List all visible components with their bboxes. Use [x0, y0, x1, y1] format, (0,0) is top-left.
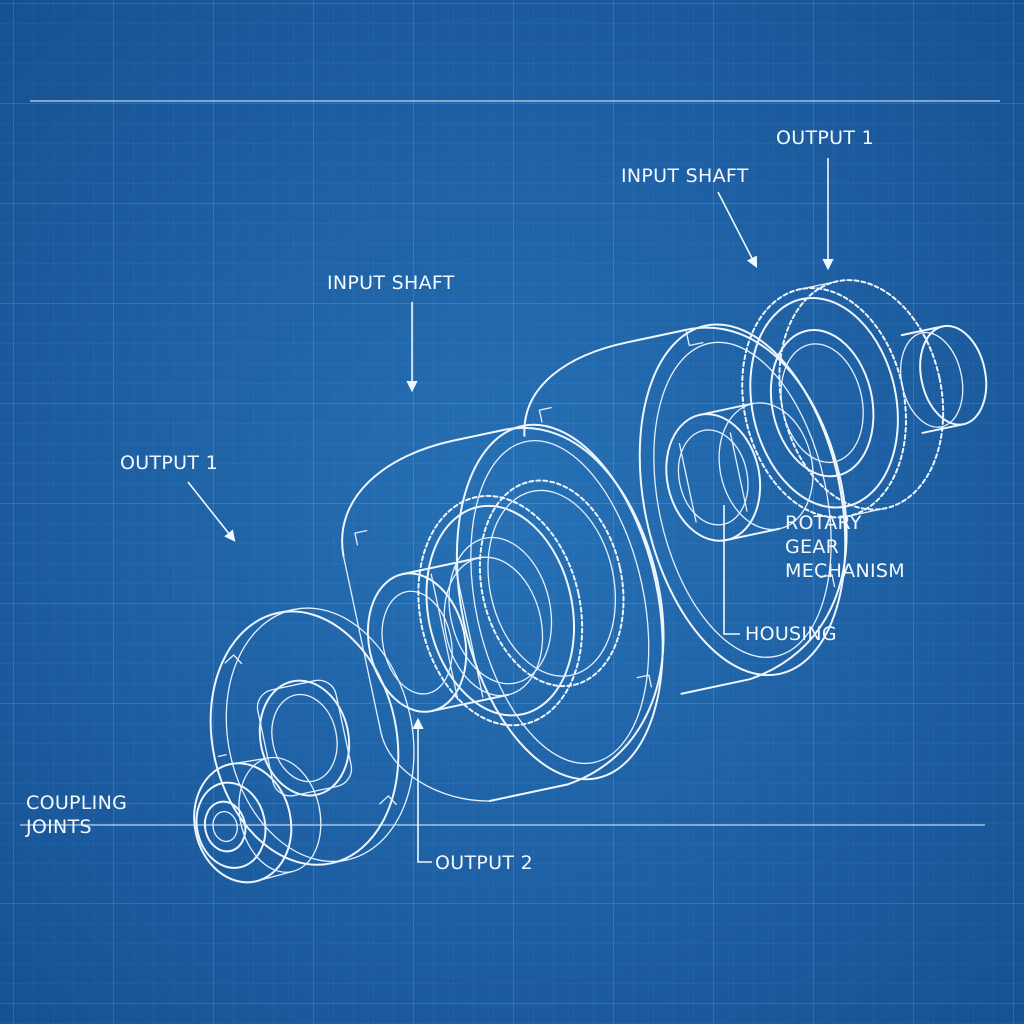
label-output-1-left: OUTPUT 1 — [120, 452, 218, 474]
leader-housing — [723, 505, 740, 635]
coupling-line-1: COUPLING — [26, 792, 128, 814]
label-rotary-gear-mechanism: ROTARY GEAR MECHANISM — [785, 511, 935, 583]
output-flange-disc — [209, 607, 415, 866]
label-input-shaft-mid: INPUT SHAFT — [327, 272, 455, 294]
leader-output-2 — [412, 717, 432, 863]
output-shaft-stub — [900, 324, 988, 434]
label-coupling-joints: COUPLING JOINTS — [26, 791, 176, 839]
housing-half-left — [341, 423, 665, 802]
label-housing: HOUSING — [745, 623, 837, 645]
leader-output-1-left — [187, 481, 236, 542]
output-gear — [741, 279, 945, 519]
input-shaft-gear — [366, 479, 625, 727]
coupling-line-2: JOINTS — [26, 816, 92, 838]
label-output-1-top: OUTPUT 1 — [776, 127, 874, 149]
rotary-line-3: MECHANISM — [785, 560, 905, 582]
rotary-line-1: ROTARY — [785, 512, 862, 534]
label-input-shaft-top: INPUT SHAFT — [621, 165, 749, 187]
housing-half-right — [523, 323, 848, 695]
rotary-line-2: GEAR — [785, 536, 840, 558]
leader-input-shaft-top — [717, 191, 758, 268]
coupling-joint-part — [193, 756, 322, 884]
label-output-2: OUTPUT 2 — [435, 852, 533, 874]
